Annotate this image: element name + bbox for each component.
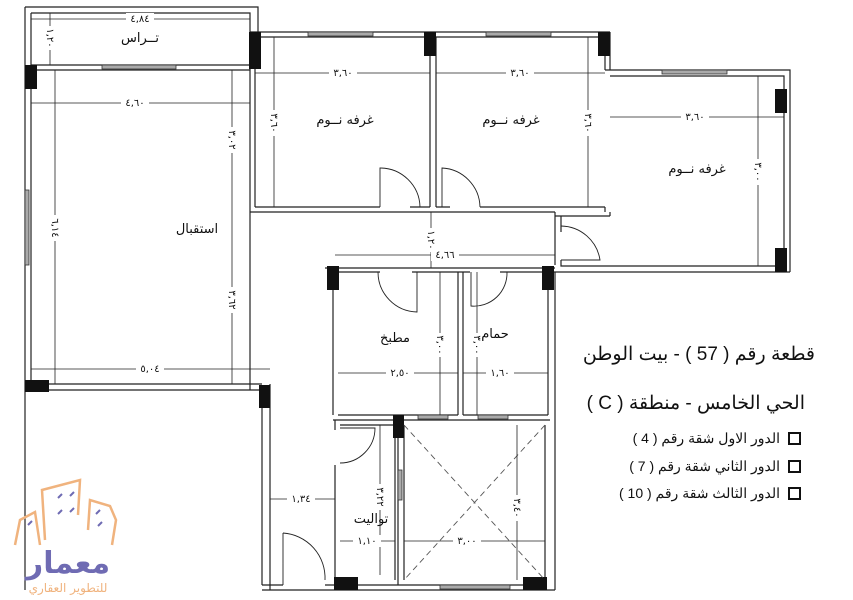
dim-terrace-depth: ١,٢٠ — [44, 28, 55, 47]
columns — [25, 32, 787, 590]
room-label-kitchen: مطبخ — [380, 331, 410, 346]
dim-shaft-width: ٣,٠٠ — [457, 536, 476, 547]
buildings-icon — [13, 478, 118, 546]
dim-bathroom-width: ١,٦٠ — [490, 368, 509, 379]
windows — [24, 31, 728, 590]
room-label-bathroom: حمام — [481, 327, 509, 342]
room-labels: تــراس استقبال غرفه نــوم غرفه نــوم غرف… — [121, 31, 726, 527]
room-label-bedroom-2: غرفه نــوم — [482, 113, 539, 128]
apartment-label: الدور الثالث شقة رقم ( 10 ) — [618, 485, 780, 501]
dim-living-width: ٤,٦٠ — [125, 98, 144, 109]
dim-bedroom-3-depth: ٣,٠٠ — [752, 162, 763, 181]
checkbox[interactable] — [788, 460, 801, 473]
room-label-terrace: تــراس — [121, 31, 159, 46]
dim-shaft-depth: ٣,٤٠ — [511, 498, 522, 517]
plot-title: قطعة رقم ( 57 ) - بيت الوطن — [582, 344, 815, 365]
dim-bedroom-1-width: ٣,٦٠ — [333, 68, 352, 79]
dim-bedroom-3-width: ٣,٦٠ — [685, 112, 704, 123]
dim-bedroom-2-depth: ٣,٦٠ — [582, 113, 593, 132]
room-label-toilet: تواليت — [354, 512, 389, 527]
bedroom-3-door — [560, 225, 601, 261]
dim-living-left-depth: ٦,١٤ — [49, 218, 60, 237]
apartment-label: الدور الثاني شقة رقم ( 7 ) — [629, 458, 780, 474]
light-shaft — [403, 424, 546, 581]
dim-living-bottom-width: ٥,٠٤ — [140, 364, 159, 375]
dim-toilet-width: ١,١٠ — [357, 536, 376, 547]
bedroom-1-door — [379, 167, 421, 208]
dim-living-lower-depth: ٣,٦٢ — [226, 290, 237, 309]
dim-terrace-width: ٤,٨٤ — [130, 14, 149, 25]
dim-kitchen-depth: ٣,٠٠ — [434, 335, 445, 354]
logo-tagline: للتطوير العقاري — [29, 581, 108, 596]
dim-living-upper-depth: ٣,٠٢ — [226, 130, 237, 149]
bedroom-2-door — [441, 167, 481, 208]
room-label-living: استقبال — [176, 222, 218, 237]
dim-bedroom-2-width: ٣,٦٠ — [510, 68, 529, 79]
logo: معمار للتطوير العقاري — [13, 478, 118, 596]
apartment-item: الدور الاول شقة رقم ( 4 ) — [633, 430, 801, 447]
apartment-item: الدور الثالث شقة رقم ( 10 ) — [619, 485, 801, 502]
dim-toilet-depth: ٣,٢٢ — [374, 487, 385, 506]
dim-entry-width: ١,٣٤ — [291, 494, 310, 505]
dimension-labels: ٤,٨٤ ١,٢٠ ٤,٦٠ ٣,٠٢ ٦,١٤ ٣,٦٢ ٥,٠٤ ٣,٦٠ … — [44, 13, 764, 547]
apartment-item: الدور الثاني شقة رقم ( 7 ) — [629, 458, 801, 475]
district-title: الحي الخامس - منطقة ( C ) — [586, 393, 805, 414]
kitchen-door — [377, 271, 418, 313]
room-label-bedroom-1: غرفه نــوم — [316, 113, 373, 128]
room-label-bedroom-3: غرفه نــوم — [668, 162, 725, 177]
entrance-door — [282, 532, 326, 585]
dim-kitchen-width: ٢,٥٠ — [390, 368, 409, 379]
checkbox[interactable] — [788, 487, 801, 500]
logo-name: معمار — [24, 546, 110, 581]
bathroom-door — [470, 271, 508, 307]
dim-bathroom-depth: ٣,٠٠ — [471, 335, 482, 354]
checkbox[interactable] — [788, 432, 801, 445]
dim-corridor-width: ٤,٦٦ — [435, 250, 454, 261]
doors — [282, 167, 601, 585]
dim-bedroom-1-depth: ٣,٦٠ — [268, 113, 279, 132]
toilet-door — [339, 427, 376, 464]
apartment-label: الدور الاول شقة رقم ( 4 ) — [632, 430, 780, 446]
dim-corridor-depth: ١,٢٠ — [425, 230, 436, 249]
